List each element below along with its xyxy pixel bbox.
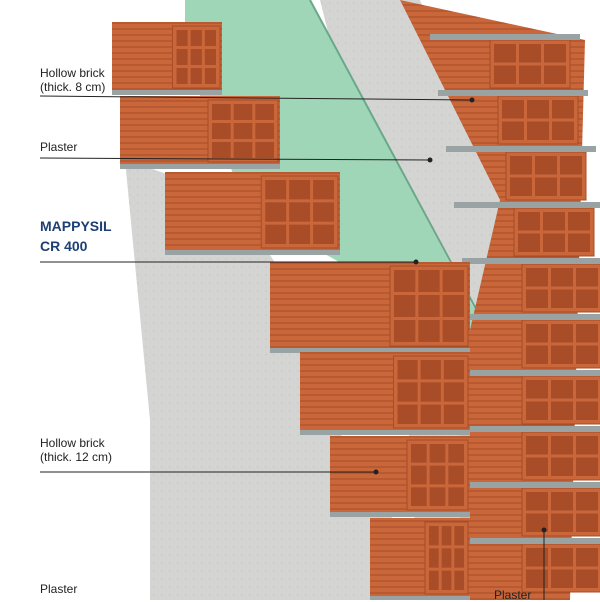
label-product-line2: CR 400 [40, 238, 88, 254]
mortar-joint [462, 370, 600, 376]
label-hollow-brick-12-line2: (thick. 12 cm) [40, 450, 113, 464]
brick-end-cells [389, 265, 469, 347]
right-brick-end [521, 263, 600, 313]
label-plaster-bottom-left-text: Plaster [40, 582, 78, 596]
mortar-joint [370, 596, 470, 600]
mortar-joint [300, 430, 470, 435]
right-brick-end [521, 543, 600, 593]
right-brick-end [489, 39, 571, 89]
mortar-joint [270, 348, 470, 353]
mortar-joint [330, 512, 470, 517]
label-plaster-bottom-right: Plaster [494, 588, 531, 602]
label-plaster-bottom-left: Plaster [40, 582, 77, 596]
mortar-joint [112, 90, 222, 95]
leader-dot-plaster-bottom-right [541, 527, 547, 533]
mortar-joint [438, 90, 588, 96]
leader-lines [39, 95, 547, 600]
right-brick-column [400, 0, 600, 600]
label-plaster-top-text: Plaster [40, 140, 78, 154]
label-hollow-brick-8-line2: (thick. 8 cm) [40, 80, 106, 94]
label-product: MAPPYSIL CR 400 [40, 216, 112, 256]
leader-dot-hollow-brick-12 [373, 469, 379, 475]
mortar-joint [446, 146, 596, 152]
label-plaster-bottom-right-text: Plaster [494, 588, 532, 602]
leader-plaster-top [39, 157, 431, 161]
mortar-joint [120, 164, 280, 169]
mortar-joint [430, 34, 580, 40]
mortar-joint [462, 482, 600, 488]
leader-dot-product [413, 259, 419, 265]
brick-end-cells [172, 25, 221, 89]
brick-end-cells [207, 99, 279, 163]
right-brick-end [521, 487, 600, 537]
right-brick-end [497, 95, 579, 145]
stepped-brick-rows [112, 22, 470, 600]
brick-end-cells [393, 355, 469, 429]
leader-dot-hollow-brick-8 [469, 97, 475, 103]
label-hollow-brick-8: Hollow brick (thick. 8 cm) [40, 66, 105, 94]
brick-end-cells [406, 439, 469, 511]
brick-end-cells [260, 175, 339, 249]
mortar-joint [462, 538, 600, 544]
right-brick-end [521, 319, 600, 369]
right-brick-end [513, 207, 595, 257]
leader-dot-plaster-top [427, 157, 433, 163]
mortar-joint [462, 314, 600, 320]
label-hollow-brick-12: Hollow brick (thick. 12 cm) [40, 436, 112, 464]
label-hollow-brick-12-line1: Hollow brick [40, 436, 105, 450]
label-product-line1: MAPPYSIL [40, 218, 112, 234]
mortar-joint [454, 202, 600, 208]
right-brick-end [521, 375, 600, 425]
leader-hollow-brick-8 [39, 95, 473, 101]
mortar-joint [462, 258, 600, 264]
mortar-joint [165, 250, 340, 255]
right-brick-end [521, 431, 600, 481]
mortar-joint [462, 426, 600, 432]
right-brick-end [505, 151, 587, 201]
label-hollow-brick-8-line1: Hollow brick [40, 66, 105, 80]
label-plaster-top: Plaster [40, 140, 77, 154]
brick-end-cells [424, 521, 469, 595]
